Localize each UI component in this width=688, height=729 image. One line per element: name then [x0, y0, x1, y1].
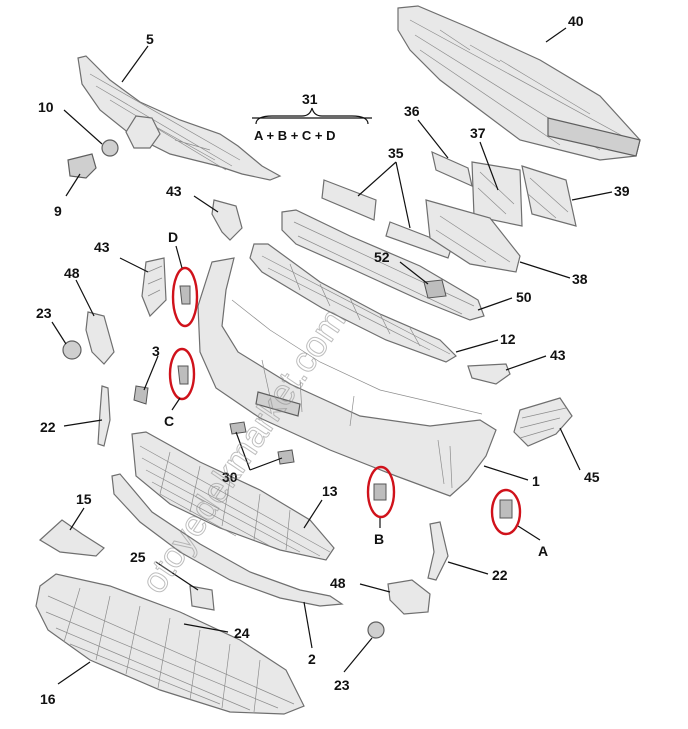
part-22-strip-left — [97, 385, 111, 447]
part-10-emblem — [101, 115, 161, 157]
callout-16: 16 — [40, 691, 56, 707]
part-2-lower-lip — [111, 473, 344, 607]
callout-25: 25 — [130, 549, 146, 565]
callout-1: 1 — [532, 473, 540, 489]
part-37-panel — [471, 161, 523, 227]
part-13-lower-grille — [131, 431, 335, 561]
callout-39: 39 — [614, 183, 630, 199]
callout-45: 45 — [584, 469, 600, 485]
part-45-side-grille — [513, 397, 573, 447]
callout-43-left: 43 — [94, 239, 110, 255]
part-5-upper-grille — [77, 55, 282, 181]
callout-labels: 40 5 10 9 31 A + B + C + D 43 35 36 37 3… — [36, 13, 630, 707]
highlight-circle-a — [490, 488, 522, 536]
marker-d: D — [168, 229, 178, 245]
formula-brace — [255, 107, 369, 125]
callout-52: 52 — [374, 249, 390, 265]
part-23-foglamp-left — [62, 340, 82, 360]
part-52-sensor — [423, 279, 447, 299]
formula-text: A + B + C + D — [254, 128, 336, 143]
highlight-circle-c — [168, 347, 196, 401]
callout-2: 2 — [308, 651, 316, 667]
callout-9: 9 — [54, 203, 62, 219]
highlight-circle-d — [171, 266, 199, 328]
part-30-clips — [229, 421, 295, 465]
part-1-bumper-cover — [197, 257, 497, 497]
part-36-strip — [431, 150, 473, 188]
callout-23-left: 23 — [36, 305, 52, 321]
clip-d — [179, 285, 191, 305]
callout-3: 3 — [152, 343, 160, 359]
callout-36: 36 — [404, 103, 420, 119]
part-40-upper-crossmember — [397, 5, 641, 161]
leader-lines — [51, 27, 613, 685]
callout-48-left: 48 — [64, 265, 80, 281]
part-43-bracket-right — [467, 363, 511, 385]
callout-38: 38 — [572, 271, 588, 287]
part-43-bracket-top — [211, 199, 243, 241]
callout-24: 24 — [234, 625, 250, 641]
part-48-bracket-left — [85, 311, 115, 365]
part-22-strip-right — [427, 521, 449, 581]
marker-a: A — [538, 543, 548, 559]
marker-c: C — [164, 413, 174, 429]
marker-b: B — [374, 531, 384, 547]
callout-43-top: 43 — [166, 183, 182, 199]
callout-31: 31 — [302, 91, 318, 107]
callout-35: 35 — [388, 145, 404, 161]
callout-22-right: 22 — [492, 567, 508, 583]
callout-40: 40 — [568, 13, 584, 29]
part-39-panel — [521, 165, 577, 227]
callout-37: 37 — [470, 125, 486, 141]
callout-22-left: 22 — [40, 419, 56, 435]
highlight-circle-b — [366, 465, 396, 519]
callout-43-right: 43 — [550, 347, 566, 363]
callout-23-right: 23 — [334, 677, 350, 693]
callout-5: 5 — [146, 31, 154, 47]
part-25-cover — [189, 585, 215, 611]
part-15-deflector — [38, 519, 105, 557]
part-9-badge — [67, 153, 97, 179]
part-3-clip — [133, 385, 149, 405]
callout-15: 15 — [76, 491, 92, 507]
part-38-deflector — [425, 199, 521, 273]
part-43-bracket-left — [141, 257, 167, 318]
part-23-foglamp-right — [367, 621, 385, 639]
callout-10: 10 — [38, 99, 54, 115]
clip-a — [499, 499, 513, 519]
callout-50: 50 — [516, 289, 532, 305]
callout-12: 12 — [500, 331, 516, 347]
part-16-undertray — [35, 573, 305, 715]
part-48-bracket-right — [387, 579, 431, 615]
callout-30: 30 — [222, 469, 238, 485]
part-12-absorber — [249, 243, 457, 363]
clip-c — [177, 365, 189, 385]
callout-13: 13 — [322, 483, 338, 499]
clip-b — [373, 483, 387, 501]
callout-48-right: 48 — [330, 575, 346, 591]
